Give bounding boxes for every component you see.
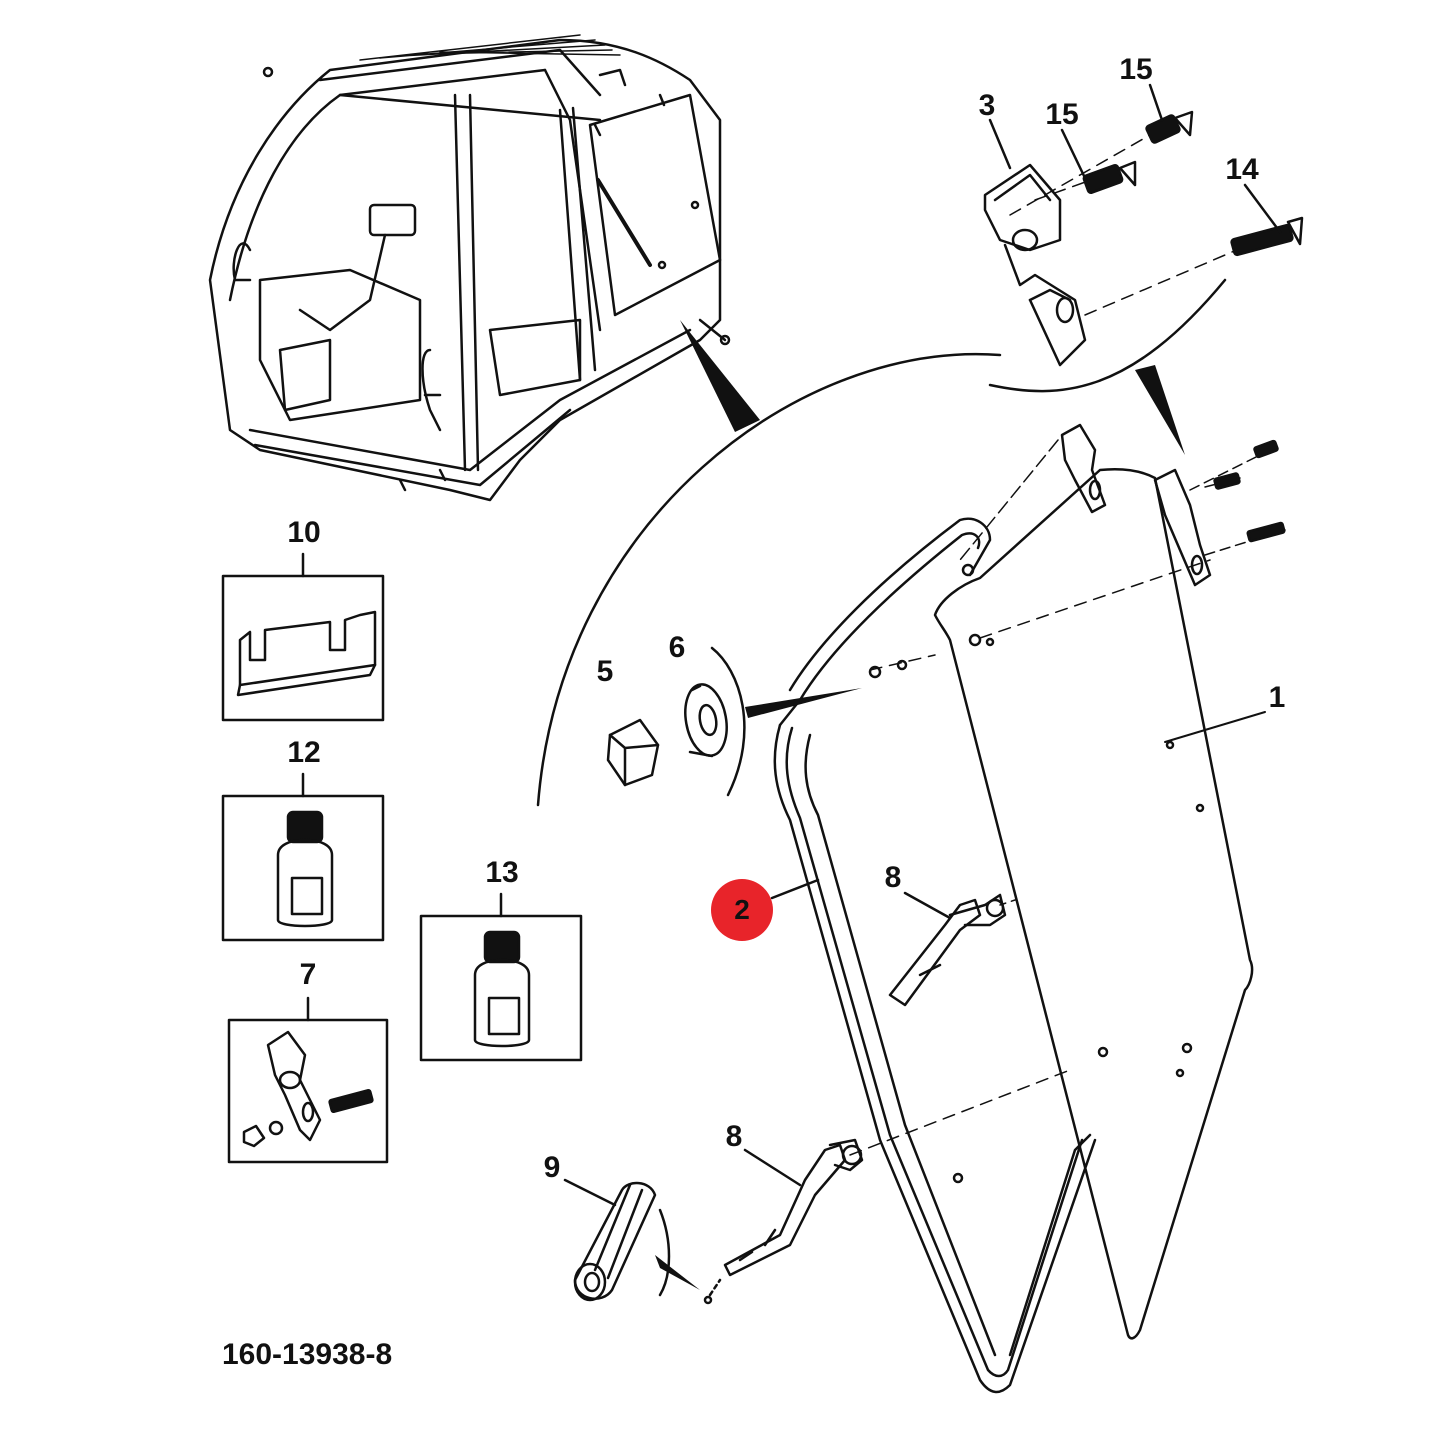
leader-8a bbox=[903, 891, 952, 920]
strut-8-upper-illustration bbox=[888, 893, 1007, 1007]
part-12-box bbox=[221, 772, 385, 942]
callout-10: 10 bbox=[287, 516, 321, 549]
leader-2 bbox=[770, 878, 820, 900]
callout-7: 7 bbox=[299, 958, 317, 991]
cab-overview-illustration bbox=[208, 34, 731, 502]
part-13-box bbox=[419, 892, 583, 1062]
leader-9 bbox=[563, 1178, 617, 1207]
leader-8b bbox=[743, 1148, 802, 1187]
leader-15b bbox=[1060, 128, 1087, 180]
callout-1: 1 bbox=[1268, 681, 1286, 714]
part-7-box bbox=[227, 996, 389, 1164]
callout-15-top: 15 bbox=[1119, 53, 1153, 86]
door-assembly-illustration bbox=[773, 423, 1286, 1394]
callout-14: 14 bbox=[1225, 153, 1259, 186]
hinge-detail-arc bbox=[988, 278, 1227, 393]
highlighted-callout-2: 2 bbox=[711, 879, 773, 941]
strut-8-lower-illustration bbox=[703, 1138, 864, 1305]
washer-6-illustration bbox=[684, 683, 728, 758]
cab-detail-pointer bbox=[680, 320, 760, 432]
callout-8-upper: 8 bbox=[884, 861, 902, 894]
callout-12: 12 bbox=[287, 736, 321, 769]
leader-3 bbox=[988, 118, 1012, 170]
callout-8-lower: 8 bbox=[725, 1120, 743, 1153]
callout-5: 5 bbox=[596, 655, 614, 688]
figure-code: 160-13938-8 bbox=[222, 1338, 393, 1371]
callout-15-middle: 15 bbox=[1045, 98, 1079, 131]
pin-9-illustration bbox=[573, 1181, 700, 1302]
nut-detail-arc bbox=[710, 646, 746, 797]
leader-15a bbox=[1148, 83, 1164, 122]
hinge-assembly-illustration bbox=[983, 110, 1304, 367]
part-10-box bbox=[221, 552, 385, 722]
callout-3: 3 bbox=[978, 89, 996, 122]
callout-6: 6 bbox=[668, 631, 686, 664]
hinge-detail-pointer bbox=[1135, 365, 1185, 455]
callout-13: 13 bbox=[485, 856, 519, 889]
nut-detail-pointer bbox=[745, 688, 862, 718]
nut-5-illustration bbox=[606, 718, 660, 787]
callout-9: 9 bbox=[543, 1151, 561, 1184]
leader-14 bbox=[1243, 183, 1282, 234]
detail-arc bbox=[536, 352, 1002, 807]
